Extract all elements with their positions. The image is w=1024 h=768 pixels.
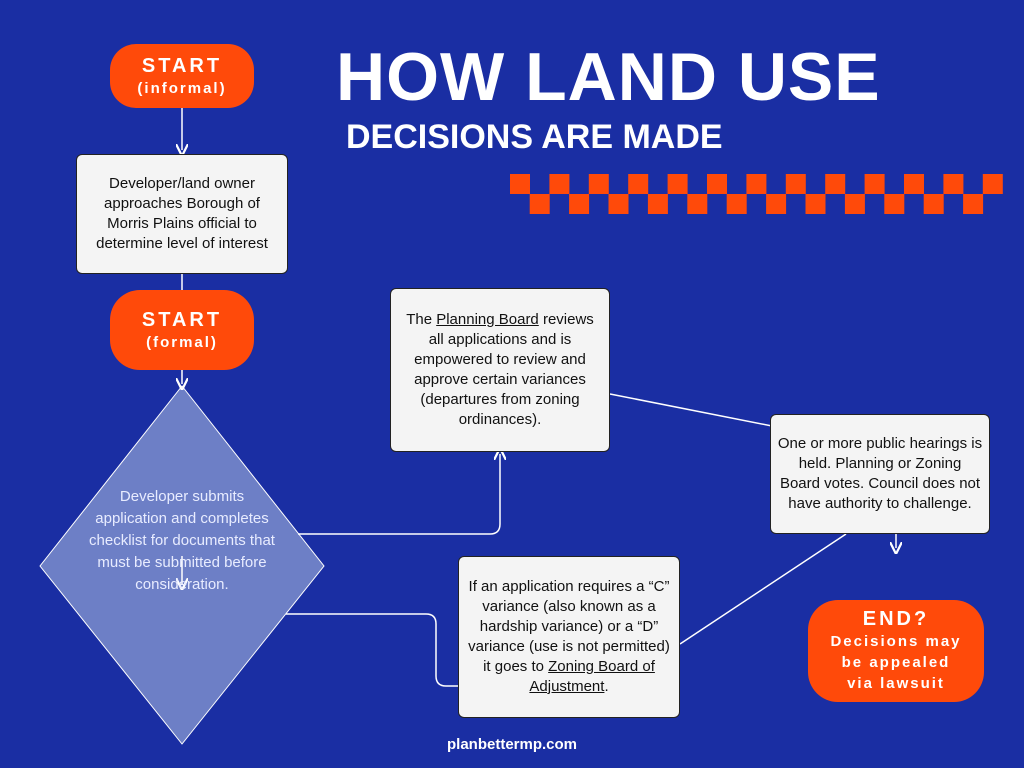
start-formal-label: START	[141, 309, 223, 331]
checker-square	[825, 174, 846, 194]
checker-square	[864, 174, 885, 194]
start-formal-sub: (formal)	[146, 334, 218, 351]
checker-square	[746, 174, 767, 194]
start-informal-sub: (informal)	[137, 80, 227, 97]
public-hearing-text: One or more public hearings is held. Pla…	[777, 435, 983, 512]
zoning-board-box: If an application requires a “C” varianc…	[458, 556, 680, 718]
connector-zoning-to-hearing	[679, 533, 847, 645]
checker-square	[628, 174, 649, 194]
zoning-board-pre: If an application requires a “C” varianc…	[468, 578, 670, 675]
checker-square	[766, 194, 787, 214]
checker-square	[844, 194, 865, 214]
checker-square	[707, 174, 727, 194]
end-line-2: be appealed	[841, 654, 951, 671]
planning-board-post: reviews all applications and is empowere…	[414, 311, 594, 428]
start-informal-pill: START (informal)	[110, 44, 254, 108]
checker-square	[982, 174, 1003, 194]
end-pill: END? Decisions may be appealed via lawsu…	[808, 600, 984, 702]
connector-planning-to-hearing	[609, 393, 773, 427]
checker-square	[785, 174, 806, 194]
planning-board-box: The Planning Board reviews all applicati…	[390, 288, 610, 452]
checker-square	[884, 194, 905, 214]
checker-square	[805, 194, 826, 214]
checker-square	[588, 174, 609, 194]
checker-square	[943, 174, 964, 194]
zoning-board-link[interactable]: Zoning Board of Adjustment	[529, 658, 655, 695]
checker-square	[963, 194, 984, 214]
checker-square	[608, 194, 629, 214]
checkered-banner	[510, 174, 1003, 214]
diamond-text: Developer submits application and comple…	[89, 488, 275, 593]
planning-board-link[interactable]: Planning Board	[436, 311, 539, 328]
checker-square	[726, 194, 747, 214]
start-formal-pill: START (formal)	[110, 290, 254, 370]
site-url[interactable]: planbettermp.com	[446, 736, 578, 753]
step-informal-text: Developer/land owner approaches Borough …	[96, 175, 268, 252]
page-title: HOW LAND USE	[336, 39, 881, 115]
planning-board-text: The Planning Board reviews all applicati…	[397, 310, 603, 430]
end-line-3: via lawsuit	[847, 675, 945, 692]
checker-square	[510, 174, 530, 194]
public-hearing-box: One or more public hearings is held. Pla…	[770, 414, 990, 534]
checker-square	[667, 174, 688, 194]
connector-diamond-to-planning	[298, 454, 500, 535]
checker-square	[569, 194, 590, 214]
checker-square	[647, 194, 668, 214]
checker-square	[529, 194, 550, 214]
planning-board-pre: The	[406, 311, 437, 328]
checker-square	[904, 174, 924, 194]
zoning-board-post: .	[604, 678, 609, 695]
checker-square	[549, 174, 570, 194]
connector-diamond-to-zoning	[286, 613, 460, 687]
page-subtitle: DECISIONS ARE MADE	[346, 118, 723, 156]
checker-square	[923, 194, 944, 214]
zoning-board-text: If an application requires a “C” varianc…	[465, 577, 673, 697]
start-informal-label: START	[141, 55, 223, 77]
step-informal-box: Developer/land owner approaches Borough …	[76, 154, 288, 274]
end-line-1: Decisions may	[830, 633, 962, 650]
checker-square	[687, 194, 708, 214]
end-label: END?	[862, 608, 930, 630]
